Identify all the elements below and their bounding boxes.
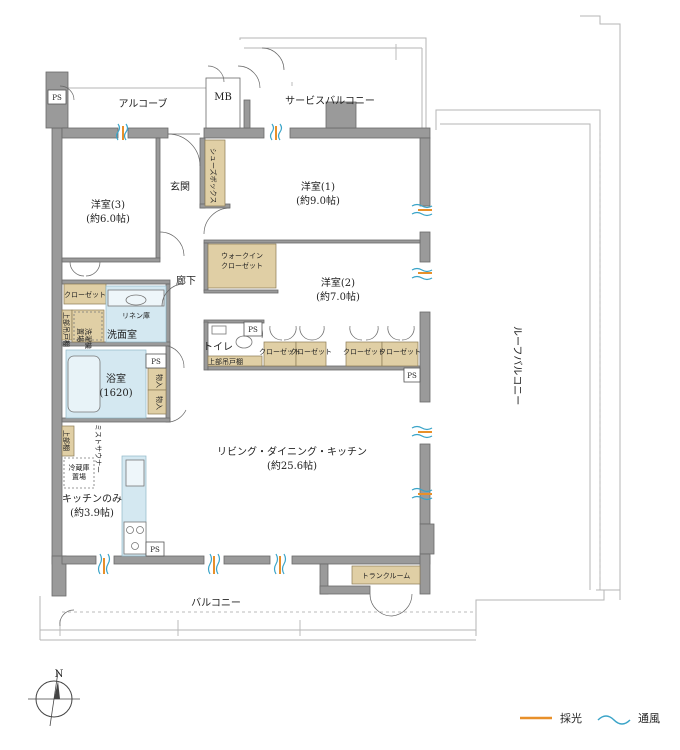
storage-a-label: 物入 [155,374,164,388]
alcove-label: アルコーブ [118,97,167,110]
laundry-label-2: 置場 [76,328,85,342]
ldk-name: リビング・ダイニング・キッチン [217,445,367,458]
compass-arrow-icon [54,681,60,699]
closet-a-label: クローゼット [259,347,301,356]
fridge-label-1: 冷蔵庫 [69,463,90,472]
compass: N [28,669,80,727]
upper-cabinet-washroom-label: 上部吊戸棚 [62,312,71,347]
trunk-room [351,565,421,585]
balcony-label: バルコニー [191,597,241,609]
trunk-room-label: トランクルーム [362,572,411,580]
legend-wind-swatch [597,715,631,725]
walkin-label-2: クローゼット [221,261,263,270]
shoe-box-label: シューズボックス [209,148,218,203]
closet-western3-label: クローゼット [64,290,106,299]
fridge-label-2: 置場 [72,472,86,481]
ldk-size: (約25.6帖) [267,459,317,472]
ps-label-bath: PS [151,358,161,366]
washbasin [107,289,165,307]
bath-name: 浴室 [106,372,126,385]
kitchen-name: キッチンのみ [62,493,122,505]
wind-markers [97,123,433,575]
laundry-label-1: 洗濯機 [84,328,93,349]
door-swings [59,47,415,627]
service-balcony-label: サービスバルコニー [285,95,375,107]
ps-label-toilet: PS [248,326,258,334]
mb-label: MB [214,92,232,103]
light-markers [103,126,432,574]
western3-name: 洋室(3) [91,198,125,211]
ps-label-top-left: PS [52,94,62,102]
washroom-label: 洗面室 [107,328,137,341]
upper-cabinet-toilet-label: 上部吊戸棚 [208,357,243,366]
kitchen-size: (約3.9帖) [70,506,114,519]
kitchen-upper-cabinet [61,425,75,457]
closet-b [295,341,327,367]
upper-cabinet-toilet [207,355,263,367]
kitchen-upper-cabinet-label: 上部棚 [62,430,71,451]
laundry-area [71,309,105,343]
bath-size: (1620) [99,388,132,399]
shoe-box [204,139,226,207]
compass-north: N [55,669,64,680]
ps-label-east: PS [407,372,417,380]
closet-d-label: クローゼット [379,347,421,356]
bathtub [67,355,101,413]
ps-label-kitchen: PS [150,546,160,554]
legend: 採光 通風 [520,711,660,725]
storage-b [147,389,167,415]
walkin-closet [207,243,277,289]
fixtures [63,289,253,555]
western1-name: 洋室(1) [301,180,335,193]
closet-b-label: クローゼット [290,347,332,356]
storage-b-label: 物入 [155,396,164,410]
dashed-edges [62,130,601,613]
genkan-label: 玄関 [170,180,190,193]
mist-sauna-label: ミストサウナー [94,424,102,473]
walkin-label-1: ウォークイン [221,252,263,260]
western3-size: (約6.0帖) [86,212,130,225]
closet-d [381,341,419,367]
ps-boxes [47,89,421,557]
kitchen-sink [125,459,145,487]
stove [123,521,147,555]
western1-size: (約9.0帖) [296,194,340,207]
toilet-label: トイレ [203,342,233,353]
cabinets [61,139,421,585]
corridor-label: 廊下 [176,274,196,287]
balcony-outlines [39,15,621,641]
roof-balcony-label: ルーフバルコニー [511,326,523,405]
closet-c [345,341,383,367]
fridge-space [63,457,95,489]
linen-label: リネン庫 [122,311,150,320]
western2-size: (約7.0帖) [316,290,360,303]
closet-a [263,341,297,367]
toilet-bowl [235,335,253,349]
western2-name: 洋室(2) [321,276,355,289]
closet-c-label: クローゼット [343,347,385,356]
legend-light-label: 採光 [560,711,582,725]
walls [45,71,435,597]
legend-wind-label: 通風 [638,712,660,725]
